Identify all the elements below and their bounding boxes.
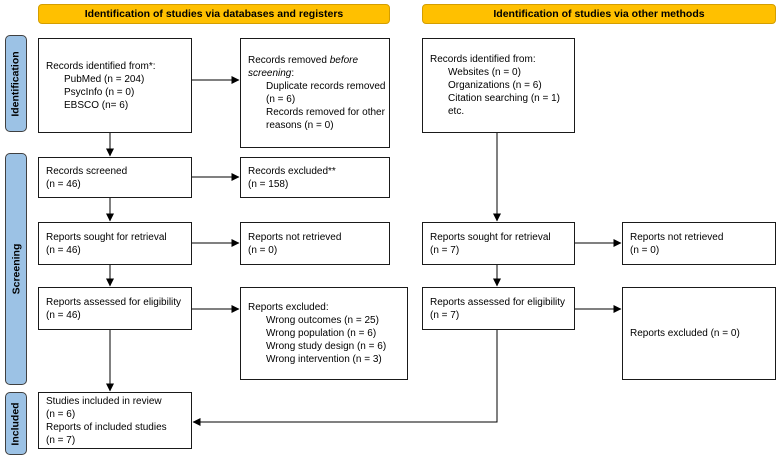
arrow-other-assessed-to-included [192,330,498,426]
header-other-methods: Identification of studies via other meth… [422,4,776,24]
stage-label-identification: Identification [10,50,22,117]
title-prefix: Records removed [248,55,330,66]
box-count: (n = 7) [430,244,460,256]
stage-label-screening: Screening [10,243,22,295]
box-studies-included: Studies included in review (n = 6) Repor… [38,392,192,449]
box-line: Reports of included studies [46,421,167,433]
box-records-screened: Records screened (n = 46) [38,157,192,198]
box-records-identified-databases: Records identified from*: PubMed (n = 20… [38,38,192,133]
box-line: Reports sought for retrieval [430,231,551,243]
box-count: (n = 7) [46,434,76,446]
box-line: Reports not retrieved [630,231,724,243]
box-count: (n = 46) [46,244,81,256]
stage-bar-identification: Identification [5,35,27,132]
title-italic: before screening [248,55,359,79]
box-records-excluded: Records excluded** (n = 158) [240,157,390,198]
header-databases-registers: Identification of studies via databases … [38,4,390,24]
box-count: (n = 7) [430,309,460,321]
box-title: Reports excluded: [248,302,329,313]
box-item-duplicates: Duplicate records removed (n = 6) [266,81,386,105]
stage-bar-included: Included [5,392,27,455]
box-reports-excluded-other: Reports excluded (n = 0) [622,287,776,380]
box-line: Reports assessed for eligibility [46,296,182,308]
box-title: Records removed before screening: [248,54,386,80]
box-count: (n = 0) [248,244,278,256]
box-item-websites: Websites (n = 0) [448,67,521,78]
box-title: Records identified from*: [46,60,156,72]
box-count: (n = 46) [46,178,81,190]
box-line: Records screened [46,165,128,177]
box-item-psycinfo: PsycInfo (n = 0) [64,86,135,98]
box-title: Records identified from: [430,54,536,65]
box-records-removed-before-screening: Records removed before screening: Duplic… [240,38,390,148]
box-item-pubmed: PubMed (n = 204) [64,73,145,85]
box-reports-assessed-databases: Reports assessed for eligibility (n = 46… [38,287,192,330]
box-reports-assessed-other: Reports assessed for eligibility (n = 7) [422,287,575,330]
box-line: Reports sought for retrieval [46,231,167,243]
box-item-wrong-population: Wrong population (n = 6) [266,328,377,339]
box-reports-not-retrieved-other: Reports not retrieved (n = 0) [622,222,776,265]
box-item-citation: Citation searching (n = 1) [448,93,561,104]
box-count: (n = 158) [248,178,289,190]
box-records-identified-other: Records identified from: Websites (n = 0… [422,38,575,133]
box-count: (n = 46) [46,309,81,321]
stage-bar-screening: Screening [5,153,27,385]
box-item-ebsco: EBSCO (n= 6) [64,99,129,111]
box-count: (n = 6) [46,408,76,420]
title-suffix: : [291,68,295,79]
box-reports-not-retrieved-databases: Reports not retrieved (n = 0) [240,222,390,265]
box-line: Reports excluded (n = 0) [630,328,740,339]
box-line: Studies included in review [46,395,162,407]
box-item-other-reasons: Records removed for other reasons (n = 0… [266,107,385,131]
box-reports-sought-databases: Reports sought for retrieval (n = 46) [38,222,192,265]
box-item-wrong-outcomes: Wrong outcomes (n = 25) [266,315,379,326]
box-count: (n = 0) [630,244,660,256]
box-reports-excluded-databases: Reports excluded: Wrong outcomes (n = 25… [240,287,408,380]
box-reports-sought-other: Reports sought for retrieval (n = 7) [422,222,575,265]
box-item-wrong-study-design: Wrong study design (n = 6) [266,341,387,352]
stage-label-included: Included [10,401,23,446]
box-line: Records excluded** [248,165,336,177]
box-line: Reports assessed for eligibility [430,296,566,308]
box-line: Reports not retrieved [248,231,342,243]
box-item-etc: etc. [448,106,465,117]
box-item-wrong-intervention: Wrong intervention (n = 3) [266,354,382,365]
box-item-organizations: Organizations (n = 6) [448,80,542,91]
